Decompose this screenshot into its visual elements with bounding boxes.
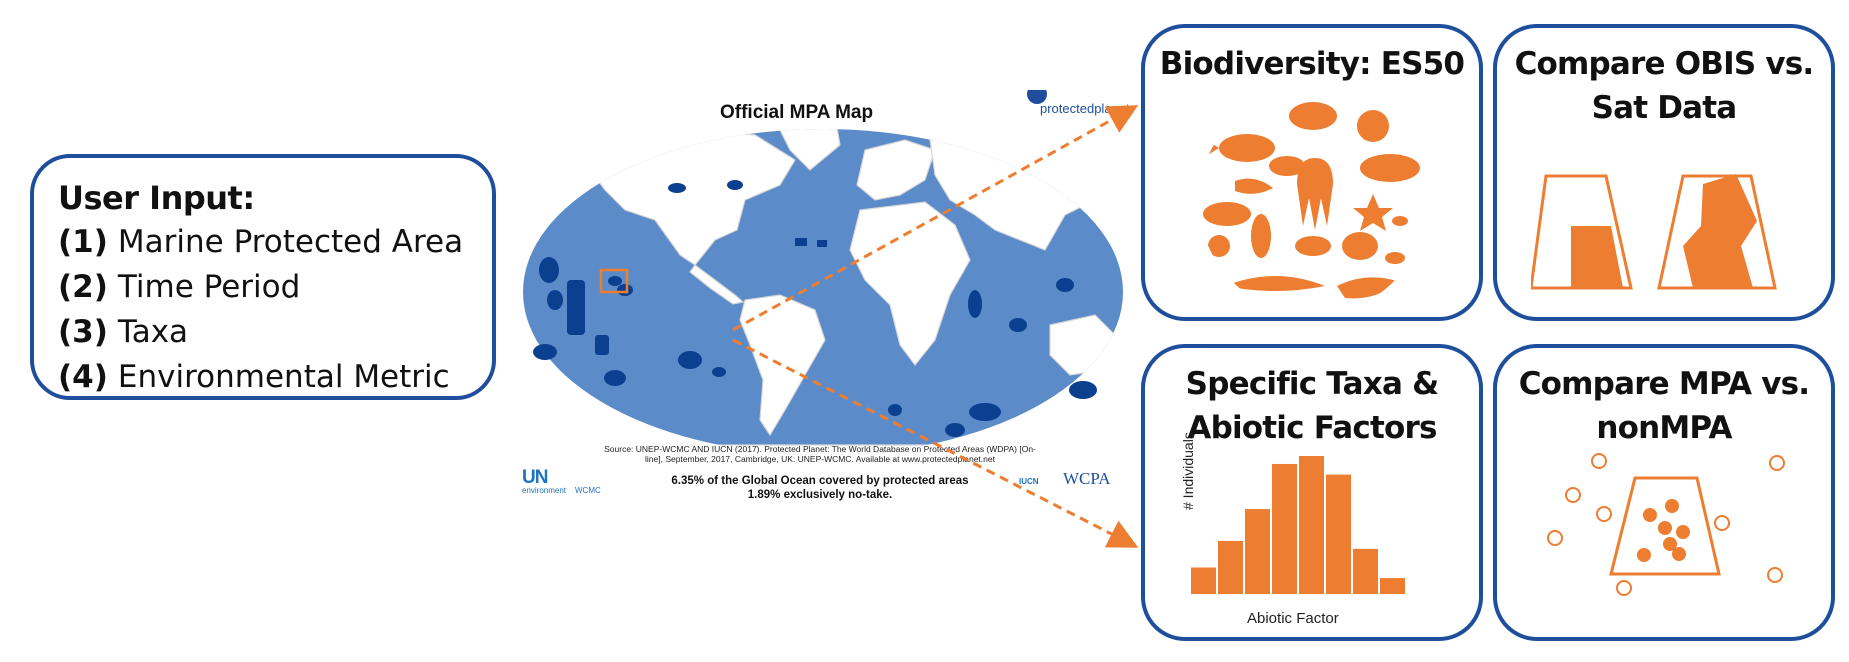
- fish-icon: [1235, 178, 1273, 194]
- panel-title: Compare OBIS vs.Sat Data: [1514, 46, 1815, 126]
- starfish-icon: [1353, 194, 1393, 231]
- selected-mpa-box[interactable]: [599, 268, 629, 294]
- fish-icon: [1392, 216, 1408, 226]
- panel-compare-obis-sat: Compare OBIS vs.Sat Data: [1493, 24, 1835, 321]
- fish-icon: [1219, 134, 1275, 162]
- eel-icon: [1269, 156, 1305, 176]
- user-input-item: (1)Marine Protected Area: [58, 224, 464, 260]
- histogram-bar: [1353, 548, 1378, 594]
- arrow-to-panels-bottom: [732, 338, 1139, 548]
- land-africa: [849, 201, 971, 366]
- pufferfish-icon: [1357, 110, 1389, 142]
- panel-specific-taxa: Specific Taxa &Abiotic Factors: [1141, 344, 1483, 641]
- mpa-boundary: [1609, 476, 1721, 576]
- mpa-comparison-illustration: [1547, 453, 1785, 596]
- land-europe: [856, 139, 936, 201]
- land-central-america: [689, 264, 745, 305]
- whale-icon: [1337, 277, 1400, 299]
- panel-title: Specific Taxa &Abiotic Factors: [1185, 366, 1439, 446]
- iucn-logo: IUCN: [1019, 477, 1039, 486]
- user-input-item: (2)Time Period: [58, 269, 301, 305]
- histogram-bar: [1299, 456, 1324, 594]
- outside-points: [1547, 453, 1785, 596]
- land-south-america: [739, 294, 826, 437]
- fish-icon: [1203, 202, 1251, 226]
- histogram-bar: [1272, 463, 1297, 594]
- seahorse-icon: [1251, 214, 1271, 258]
- map-source-text: Source: UNEP-WCMC AND IUCN (2017). Prote…: [604, 444, 1036, 464]
- user-input-item: (4)Environmental Metric: [58, 359, 450, 395]
- marine-species-illustration: [1203, 102, 1420, 299]
- land-antarctica: [544, 444, 1106, 455]
- panel-compare-mpa-nonmpa: Compare MPA vs.nonMPA: [1493, 344, 1835, 641]
- comparison-shapes-illustration: [1531, 174, 1777, 290]
- crab-icon: [1295, 236, 1331, 256]
- histogram-bar: [1326, 474, 1351, 594]
- histogram-bar: [1245, 509, 1270, 594]
- wcpa-logo: WCPA: [1063, 469, 1111, 488]
- panel-biodiversity-es50: Biodiversity: ES50: [1141, 24, 1483, 321]
- whale-icon: [1360, 154, 1420, 182]
- inside-points: [1637, 499, 1690, 562]
- mpa-areas: [533, 180, 1097, 437]
- un-logo: UN: [522, 467, 548, 488]
- histogram-bar: [1191, 567, 1216, 594]
- arrow-to-panels-top: [732, 105, 1139, 332]
- coverage-text: 6.35% of the Global Ocean covered by pro…: [671, 475, 969, 501]
- user-input-box: User Input: (1)Marine Protected Area (2)…: [30, 154, 496, 400]
- turtle-icon: [1342, 232, 1378, 260]
- panel-title: Compare MPA vs.nonMPA: [1518, 366, 1810, 446]
- histogram-y-label: # Individuals: [1180, 432, 1196, 510]
- histogram-chart: [1191, 456, 1405, 594]
- protectedplanet-logo-icon: [1027, 90, 1047, 104]
- histogram-bar: [1218, 540, 1243, 594]
- un-environment-label: environment: [522, 486, 567, 495]
- fish-icon: [1385, 252, 1405, 264]
- panel-title: Biodiversity: ES50: [1159, 46, 1465, 82]
- ray-icon: [1289, 102, 1337, 130]
- jellyfish-icon: [1208, 235, 1230, 257]
- wcmc-label: WCMC: [575, 486, 601, 495]
- user-input-title: User Input:: [58, 179, 255, 217]
- world-mpa-map: [523, 90, 1123, 455]
- shark-icon: [1225, 276, 1325, 291]
- user-input-item: (3)Taxa: [58, 314, 189, 350]
- squid-icon: [1297, 158, 1333, 230]
- histogram-x-label: Abiotic Factor: [1247, 610, 1339, 627]
- histogram-bar: [1380, 578, 1405, 594]
- map-title: Official MPA Map: [720, 102, 874, 123]
